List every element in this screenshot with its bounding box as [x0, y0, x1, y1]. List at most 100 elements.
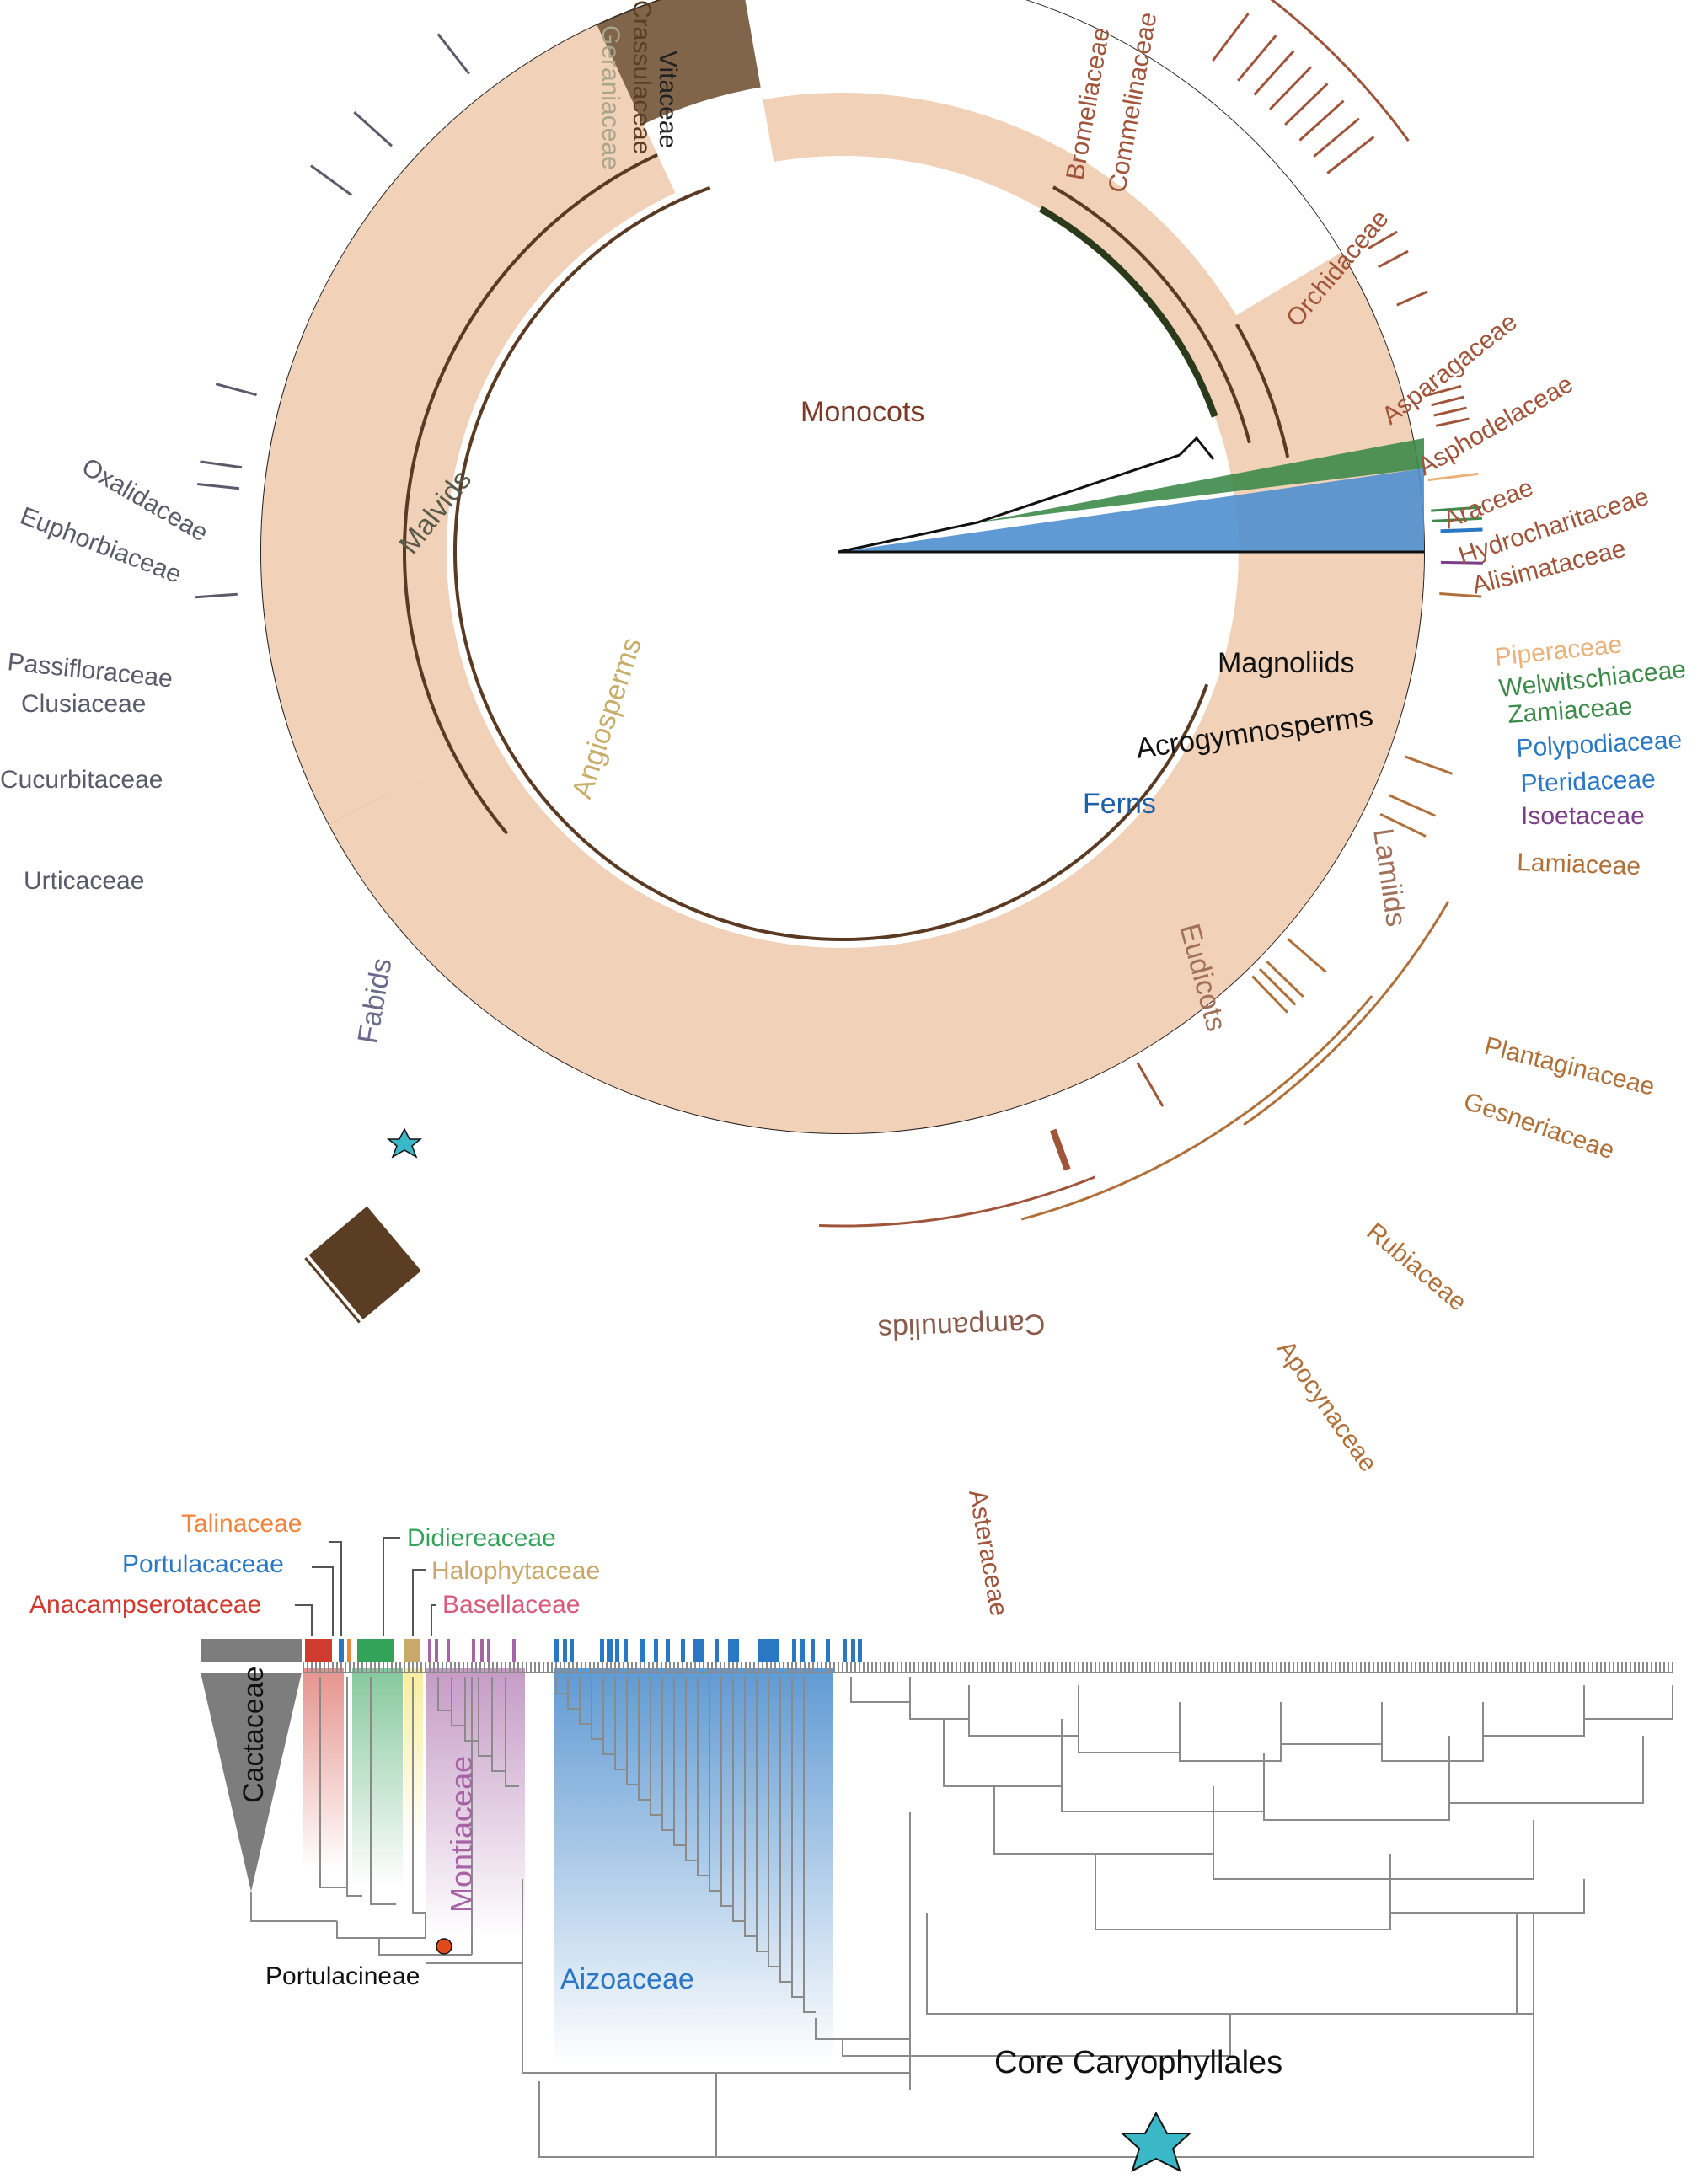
- branch: [661, 1677, 674, 1831]
- branch: [732, 1677, 745, 1922]
- family-geraniaceae: Geraniaceae: [597, 25, 624, 170]
- branch: [1583, 1685, 1673, 1720]
- family-range-arc: [1243, 901, 1450, 1127]
- family-tick: [1284, 83, 1329, 126]
- branch: [614, 1677, 627, 1770]
- label-magnoliids: Magnoliids: [1218, 647, 1355, 679]
- branch: [709, 1677, 721, 1892]
- family-tick: [1298, 99, 1345, 142]
- branch: [673, 1677, 686, 1846]
- backbone-arc: [403, 153, 659, 835]
- branch: [1078, 1702, 1181, 1753]
- branch: [744, 1677, 757, 1937]
- branch: [567, 1677, 580, 1710]
- bar-tick: [435, 1639, 438, 1662]
- portulacineae-node-dot: [436, 1938, 452, 1955]
- bar-tick: [615, 1639, 619, 1662]
- branch: [378, 1938, 472, 1956]
- family-tick: [1313, 117, 1360, 158]
- bar-tick: [640, 1639, 645, 1662]
- family-rubiaceae: Rubiaceae: [1362, 1218, 1472, 1316]
- label-fabids: Fabids: [351, 956, 398, 1046]
- family-passifloraceae: Passifloraceae: [6, 648, 174, 693]
- family-tick: [1266, 961, 1304, 998]
- bar-tick: [487, 1639, 490, 1662]
- root-branches: [838, 436, 1424, 554]
- branch: [336, 1913, 426, 1939]
- bar-halophytaceae: [404, 1639, 420, 1662]
- family-leaders: [295, 1537, 436, 1636]
- branch: [803, 1677, 816, 2013]
- branch: [1381, 1710, 1484, 1762]
- family-isoetaceae: Isoetaceae: [1521, 802, 1645, 830]
- montiaceae-panel: [426, 1668, 525, 1938]
- family-tick: [1439, 592, 1482, 598]
- aizoaceae-panel: [554, 1668, 833, 2064]
- family-tick: [1427, 472, 1479, 482]
- family-range-arc: [819, 1175, 1096, 1228]
- branch: [451, 1677, 465, 1726]
- bar-tick: [624, 1639, 628, 1662]
- branch: [464, 1677, 479, 1742]
- branch: [815, 1812, 911, 2040]
- label-monocots: Monocots: [800, 396, 924, 428]
- bar-tick: [693, 1639, 699, 1662]
- bar-tick: [858, 1639, 862, 1662]
- family-tick: [1379, 812, 1427, 838]
- branch: [478, 1677, 492, 1757]
- family-range-arc: [1020, 995, 1373, 1221]
- bar-tick: [800, 1639, 805, 1662]
- branch: [685, 1677, 698, 1861]
- family-plantaginaceae: Plantaginaceae: [1481, 1032, 1657, 1101]
- family-asteraceae: Asteraceae: [963, 1487, 1013, 1618]
- bar-tick: [826, 1639, 830, 1662]
- branch: [319, 1677, 347, 1888]
- family-tick: [1136, 1062, 1165, 1107]
- family-urticaceae: Urticaceae: [24, 867, 144, 895]
- bar-tick: [666, 1639, 670, 1662]
- family-tick: [215, 383, 257, 397]
- branch: [720, 1677, 733, 1907]
- branch: [591, 1677, 603, 1740]
- family-tick: [1389, 794, 1437, 817]
- family-tick: [1326, 136, 1375, 174]
- branch: [1156, 2014, 1534, 2158]
- family-tick: [1431, 517, 1483, 522]
- family-lamiaceae: Lamiaceae: [1517, 848, 1641, 881]
- branch: [1213, 1820, 1534, 1880]
- bar-tick: [512, 1639, 516, 1662]
- label-montiaceae: Montiaceae: [444, 1756, 479, 1913]
- branch: [412, 1677, 426, 1914]
- bar-tick: [654, 1639, 658, 1662]
- label-portulacaceae: Portulacaceae: [122, 1550, 284, 1578]
- branch: [1263, 1761, 1450, 1821]
- bar-tick: [699, 1639, 704, 1662]
- family-tick: [1440, 527, 1483, 533]
- anacampserotaceae-panel: [303, 1668, 344, 1871]
- family-tick: [1253, 50, 1295, 96]
- branch: [250, 1892, 337, 1922]
- label-didiereaceae: Didiereaceae: [407, 1524, 556, 1552]
- rosid-band: [260, 24, 676, 825]
- label-ferns: Ferns: [1083, 788, 1156, 820]
- family-tick: [310, 164, 353, 197]
- label-core-caryophyllales: Core Caryophyllales: [994, 2045, 1282, 2080]
- family-tick: [1251, 975, 1289, 1014]
- branch: [437, 1677, 452, 1711]
- family-tick: [1269, 66, 1312, 110]
- bar-tick: [851, 1639, 855, 1662]
- branch: [370, 1677, 396, 1905]
- label-cactaceae: Cactaceae: [238, 1666, 270, 1803]
- family-clusiaceae: Clusiaceae: [21, 690, 146, 718]
- bar-tick: [843, 1639, 847, 1662]
- branch: [791, 1677, 804, 1998]
- branch: [697, 1677, 709, 1876]
- bar-aizoaceae: [554, 1639, 862, 1662]
- family-tick: [1404, 755, 1454, 775]
- label-halophytaceae: Halophytaceae: [431, 1557, 600, 1585]
- branch: [993, 1786, 1214, 1855]
- bar-tick: [472, 1639, 475, 1662]
- bar-tick: [563, 1639, 567, 1662]
- caryophyllales-tree: Cactaceae Talinaceae Portulacaceae Anaca…: [29, 1510, 1673, 2172]
